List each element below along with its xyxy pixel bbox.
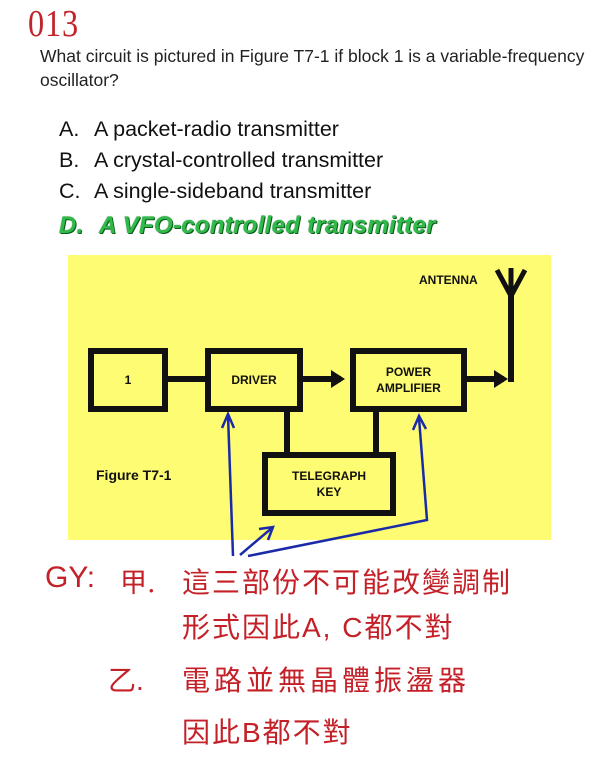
figure-caption: Figure T7-1 <box>96 467 172 483</box>
antenna-mast <box>508 292 514 382</box>
annotation-arrows <box>220 410 429 558</box>
telegraph-key-block: TELEGRAPH KEY <box>262 452 396 516</box>
question-text: What circuit is pictured in Figure T7-1 … <box>40 46 585 90</box>
antenna-label: ANTENNA <box>419 273 478 287</box>
option-text: A crystal-controlled transmitter <box>94 148 384 172</box>
option-a: A. A packet-radio transmitter <box>59 117 339 142</box>
explanation-part1-line2: 形式因此A, C都不對 <box>182 612 455 643</box>
power-amp-label-2: AMPLIFIER <box>376 381 441 395</box>
block-1-vfo: 1 <box>88 348 168 412</box>
wire-driver-pa <box>301 376 341 382</box>
explanation-part2-line1: 電路並無晶體振盪器 <box>182 665 471 696</box>
wire-driver-key <box>284 410 290 455</box>
option-d-correct: D. A VFO-controlled transmitter <box>59 212 436 240</box>
option-letter: B. <box>59 148 80 172</box>
wire-pa-key <box>373 410 379 455</box>
driver-block: DRIVER <box>205 348 303 412</box>
power-amplifier-block: POWER AMPLIFIER <box>350 348 467 412</box>
explanation-part1-line1: 這三部份不可能改變調制 <box>182 567 513 598</box>
option-letter: D. <box>59 212 84 239</box>
option-b: B. A crystal-controlled transmitter <box>59 148 383 173</box>
driver-label: DRIVER <box>231 373 277 387</box>
option-text: A single-sideband transmitter <box>94 179 372 203</box>
arrowhead-icon <box>331 370 345 388</box>
power-amp-label-1: POWER <box>385 365 432 379</box>
explanation-part2-label: 乙. <box>108 665 144 696</box>
option-text: A VFO-controlled transmitter <box>99 212 436 239</box>
option-c: C. A single-sideband transmitter <box>59 179 371 204</box>
option-text: A packet-radio transmitter <box>94 117 339 141</box>
question-number: 013 <box>28 3 79 45</box>
wire-1-driver <box>163 376 207 382</box>
explanation-part1-label: 甲. <box>120 568 156 599</box>
telegraph-label-1: TELEGRAPH <box>291 469 366 483</box>
arrowhead-icon <box>494 370 508 388</box>
wire-pa-antenna <box>464 376 504 382</box>
option-letter: C. <box>59 179 81 203</box>
option-letter: A. <box>59 117 80 141</box>
telegraph-label-2: KEY <box>316 485 342 499</box>
explanation-part2-line2: 因此B都不對 <box>182 717 353 748</box>
block-1-label: 1 <box>124 373 132 387</box>
explanation-prefix: GY: <box>45 561 96 594</box>
